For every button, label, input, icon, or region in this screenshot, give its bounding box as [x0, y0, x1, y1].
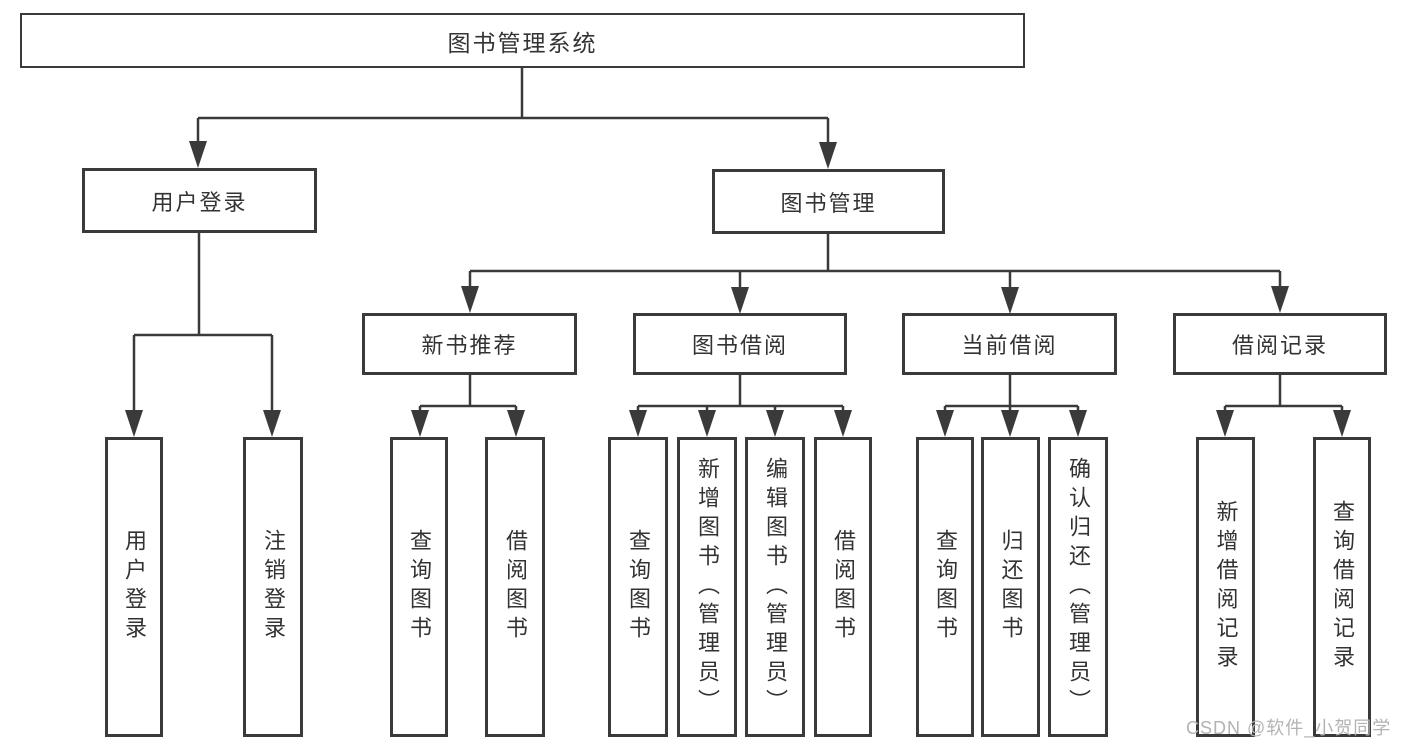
- node-label: 用户登录: [151, 189, 248, 215]
- node-user-login: 用户登录: [82, 168, 317, 233]
- leaf-add-borrow-record: 新增借阅记录: [1196, 437, 1255, 737]
- node-book-management: 图书管理: [712, 169, 945, 234]
- leaf-return-books: 归还图书: [981, 437, 1040, 737]
- leaf-query-books-current: 查询图书: [916, 437, 974, 737]
- leaf-add-books-admin: 新增图书（管理员）: [677, 437, 737, 737]
- connector-user-login-branch: [125, 233, 281, 437]
- node-label: 查询借阅记录: [1330, 500, 1355, 674]
- node-label: 借阅图书: [831, 529, 856, 645]
- node-label: 图书借阅: [691, 333, 788, 358]
- node-label: 查询图书: [407, 529, 432, 645]
- node-label: 查询图书: [933, 529, 958, 645]
- leaf-query-books-recommend: 查询图书: [390, 437, 448, 737]
- connector-borrow-record-branch: [1216, 375, 1351, 437]
- node-label: 当前借阅: [961, 333, 1058, 358]
- node-book-borrowing: 图书借阅: [633, 313, 847, 375]
- node-label: 确认归还（管理员）: [1066, 456, 1091, 718]
- node-label: 新书推荐: [421, 333, 518, 358]
- node-label: 图书管理: [780, 190, 877, 216]
- node-library-system: 图书管理系统: [20, 13, 1025, 68]
- node-label: 借阅记录: [1231, 333, 1328, 358]
- connector-book-borrow-branch: [629, 375, 852, 437]
- leaf-confirm-return-admin: 确认归还（管理员）: [1048, 437, 1108, 737]
- connector-current-borrow-branch: [936, 375, 1087, 437]
- connector-book-management-branch: [461, 234, 1289, 314]
- node-new-book-recommendation: 新书推荐: [362, 313, 577, 375]
- csdn-watermark: CSDN @软件_小贺同学: [1186, 718, 1392, 738]
- leaf-query-books-borrow: 查询图书: [608, 437, 668, 737]
- node-label: 借阅图书: [503, 529, 528, 645]
- node-label: 用户登录: [122, 529, 147, 645]
- node-label: 新增图书（管理员）: [695, 456, 720, 718]
- node-current-borrowing: 当前借阅: [902, 313, 1117, 375]
- leaf-user-login: 用户登录: [105, 437, 163, 737]
- connector-root-to-level2: [189, 68, 837, 169]
- node-borrowing-records: 借阅记录: [1173, 313, 1387, 375]
- node-label: 编辑图书（管理员）: [763, 456, 788, 718]
- leaf-logout: 注销登录: [243, 437, 303, 737]
- node-label: 注销登录: [261, 529, 286, 645]
- node-label: 查询图书: [626, 529, 651, 645]
- leaf-borrow-books: 借阅图书: [814, 437, 872, 737]
- leaf-edit-books-admin: 编辑图书（管理员）: [745, 437, 805, 737]
- node-label: 归还图书: [998, 529, 1024, 645]
- node-label: 新增借阅记录: [1213, 500, 1239, 674]
- leaf-borrow-books-recommend: 借阅图书: [485, 437, 545, 737]
- connector-new-book-branch: [411, 375, 525, 437]
- node-label: 图书管理系统: [447, 29, 598, 56]
- leaf-query-borrow-record: 查询借阅记录: [1313, 437, 1371, 737]
